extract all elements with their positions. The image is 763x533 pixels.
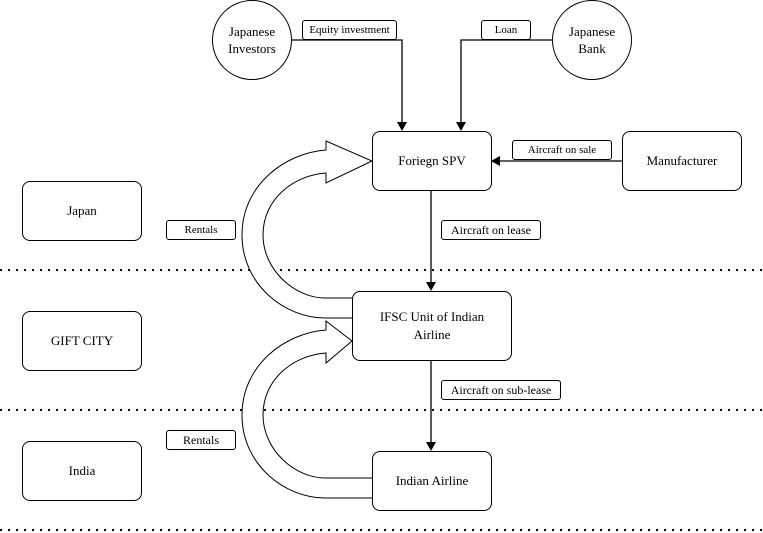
aircraft-on-lease-text: Aircraft on lease: [451, 222, 531, 237]
equity-investment-label: Equity investment: [302, 20, 397, 40]
indian-airline-node[interactable]: Indian Airline: [372, 451, 492, 511]
aircraft-on-sale-text: Aircraft on sale: [527, 144, 597, 156]
region-japan-label: Japan: [67, 203, 97, 218]
japanese-bank-label: Japanese Bank: [568, 24, 616, 56]
foreign-spv-node[interactable]: Foriegn SPV: [372, 131, 492, 191]
equity-investment-text: Equity investment: [309, 24, 390, 36]
arrowhead-lease: [426, 282, 436, 291]
region-gift-city[interactable]: GIFT CITY: [22, 311, 142, 371]
loan-label: Loan: [481, 20, 531, 40]
region-gift-city-label: GIFT CITY: [50, 333, 114, 348]
ifsc-unit-label: IFSC Unit of Indian Airline: [379, 309, 485, 342]
region-india[interactable]: India: [22, 441, 142, 501]
aircraft-on-sale-label: Aircraft on sale: [512, 140, 612, 160]
rentals-lower-text: Rentals: [183, 432, 219, 447]
aircraft-on-lease-label: Aircraft on lease: [441, 220, 541, 240]
indian-airline-label: Indian Airline: [395, 473, 469, 488]
rentals-curved-arrow-upper: [241, 140, 374, 319]
rentals-curved-arrow-lower: [241, 319, 372, 499]
japanese-investors-label: Japanese Investors: [228, 24, 276, 56]
arrowhead-loan: [456, 122, 466, 131]
edge-equity-investment: [292, 39, 403, 124]
edge-loan: [460, 39, 552, 124]
arrowhead-sale: [491, 156, 500, 166]
arrowhead-equity: [397, 122, 407, 131]
rentals-label-upper: Rentals: [166, 220, 236, 240]
ifsc-unit-node[interactable]: IFSC Unit of Indian Airline: [352, 291, 512, 361]
arrowhead-sub-lease: [426, 442, 436, 451]
manufacturer-label: Manufacturer: [646, 153, 718, 168]
aircraft-on-sub-lease-text: Aircraft on sub-lease: [450, 382, 552, 397]
rentals-label-lower: Rentals: [166, 430, 236, 450]
manufacturer-node[interactable]: Manufacturer: [622, 131, 742, 191]
rentals-upper-text: Rentals: [184, 224, 218, 236]
region-japan[interactable]: Japan: [22, 181, 142, 241]
foreign-spv-label: Foriegn SPV: [398, 153, 466, 168]
japanese-investors-node[interactable]: Japanese Investors: [212, 0, 292, 80]
aircraft-on-sub-lease-label: Aircraft on sub-lease: [441, 380, 561, 400]
region-india-label: India: [68, 463, 96, 478]
loan-text: Loan: [494, 24, 518, 36]
japanese-bank-node[interactable]: Japanese Bank: [552, 0, 632, 80]
